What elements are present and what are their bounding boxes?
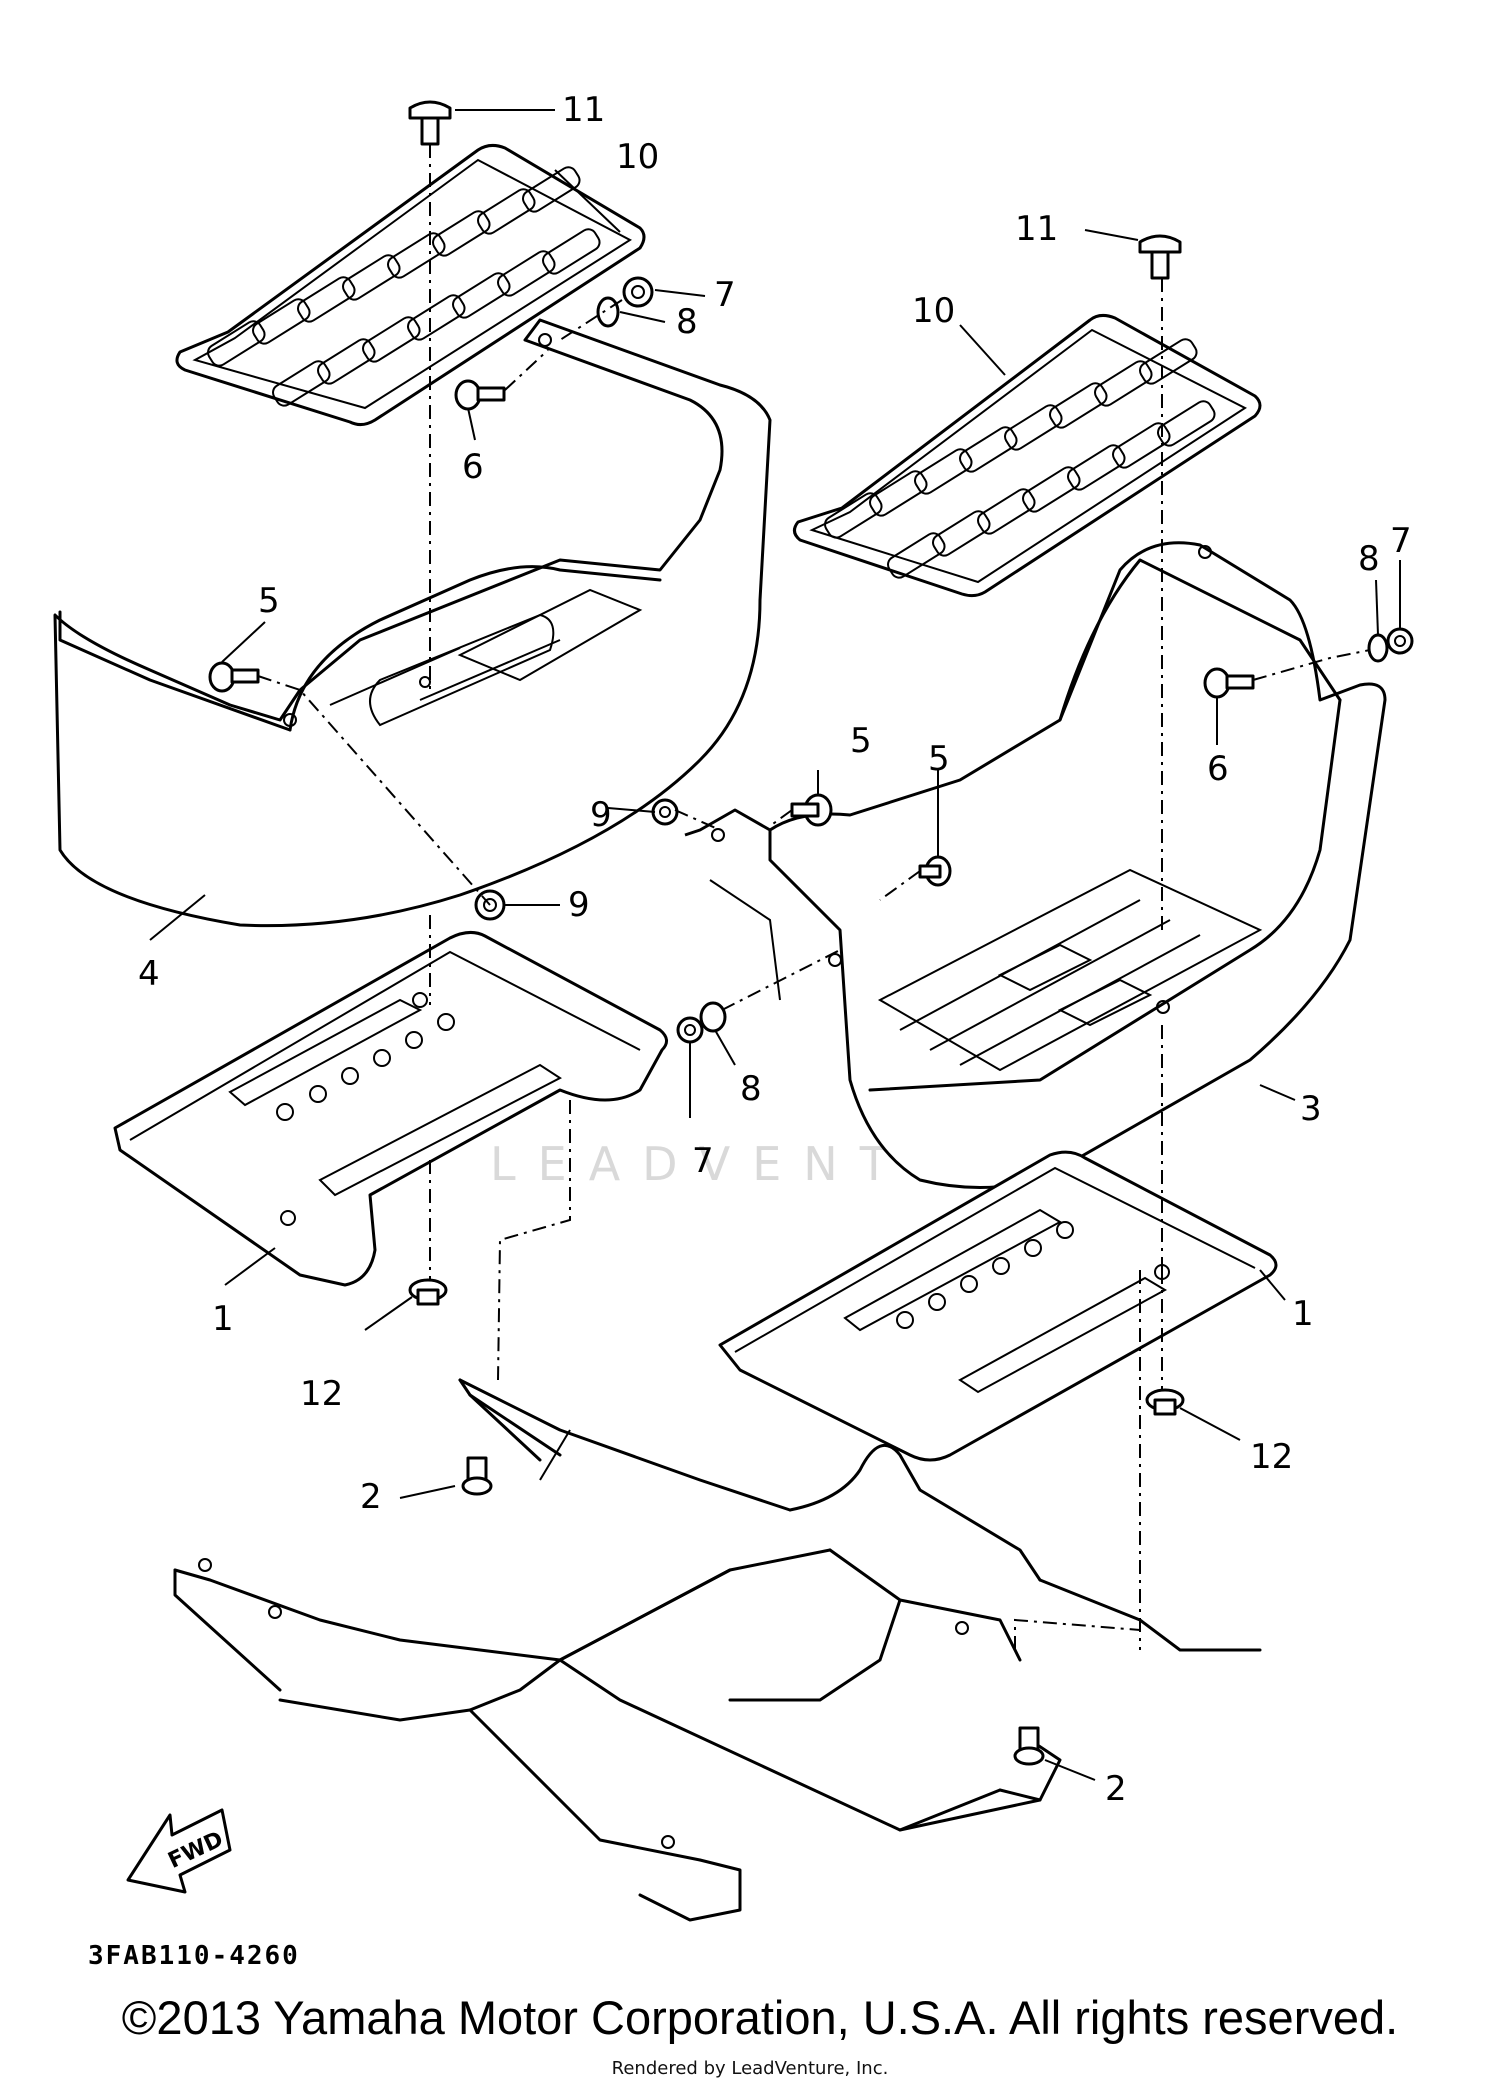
mat-left-ridges bbox=[207, 166, 601, 407]
frame bbox=[173, 1378, 1262, 1922]
callout-8-mid: 8 bbox=[740, 1069, 762, 1109]
bolt-11-right bbox=[1138, 234, 1182, 280]
callout-5-mid-b: 5 bbox=[928, 739, 950, 779]
grommet-12-left bbox=[408, 1278, 448, 1306]
callout-4: 4 bbox=[138, 954, 160, 994]
callout-1-right: 1 bbox=[1292, 1294, 1314, 1334]
callout-8-top-left: 8 bbox=[676, 302, 698, 342]
bolt-2-lower bbox=[1013, 1726, 1045, 1766]
mat-right-ridges bbox=[824, 338, 1216, 579]
footrest-bracket-left bbox=[113, 931, 668, 1287]
footrest-bracket-right bbox=[718, 1150, 1278, 1462]
grommet-12-right bbox=[1145, 1388, 1185, 1416]
footrest-mat-right bbox=[793, 313, 1262, 598]
callout-7-top-left: 7 bbox=[714, 275, 736, 315]
callouts: 11 10 7 8 6 5 9 9 4 1 12 2 11 10 8 7 6 5… bbox=[138, 90, 1412, 1809]
callout-1-left: 1 bbox=[212, 1299, 234, 1339]
callout-6-right: 6 bbox=[1207, 749, 1229, 789]
callout-2-upper: 2 bbox=[360, 1477, 382, 1517]
screw-5-mid-b bbox=[918, 855, 952, 887]
callout-7-mid: 7 bbox=[692, 1141, 714, 1181]
rendered-by-note: Rendered by LeadVenture, Inc. bbox=[611, 2058, 889, 2079]
callout-10-top-left: 10 bbox=[616, 137, 659, 177]
screw-6-left bbox=[454, 379, 506, 411]
callout-10-right: 10 bbox=[912, 291, 955, 331]
callout-5-left: 5 bbox=[258, 581, 280, 621]
footrest-guard-right bbox=[684, 541, 1387, 1189]
callout-11-right: 11 bbox=[1015, 209, 1058, 249]
callout-5-mid-a: 5 bbox=[850, 721, 872, 761]
callout-12-right: 12 bbox=[1250, 1437, 1293, 1477]
callout-7-right: 7 bbox=[1390, 521, 1412, 561]
footrest-guard-left bbox=[53, 318, 772, 928]
fasteners bbox=[208, 100, 1414, 1766]
callout-3: 3 bbox=[1300, 1089, 1322, 1129]
callout-2-lower: 2 bbox=[1105, 1769, 1127, 1809]
screw-5-left bbox=[208, 661, 260, 693]
part-code: 3FAB110-4260 bbox=[88, 1941, 300, 1971]
fwd-arrow-icon: FWD bbox=[126, 1808, 232, 1894]
assembly-lines bbox=[257, 144, 1371, 1650]
footrest-mat-left bbox=[175, 143, 646, 427]
copyright-notice: ©2013 Yamaha Motor Corporation, U.S.A. A… bbox=[121, 1991, 1399, 2044]
bolt-11-left bbox=[408, 100, 452, 146]
bolt-2-upper bbox=[461, 1456, 493, 1496]
leader-lines bbox=[149, 109, 1401, 1781]
callout-11-top-left: 11 bbox=[562, 90, 605, 130]
callout-6-left: 6 bbox=[462, 447, 484, 487]
screw-5-mid-a bbox=[790, 793, 833, 827]
callout-9-left-upper: 9 bbox=[590, 795, 612, 835]
callout-9-left-lower: 9 bbox=[568, 885, 590, 925]
callout-12-left: 12 bbox=[300, 1374, 343, 1414]
callout-8-right: 8 bbox=[1358, 539, 1380, 579]
